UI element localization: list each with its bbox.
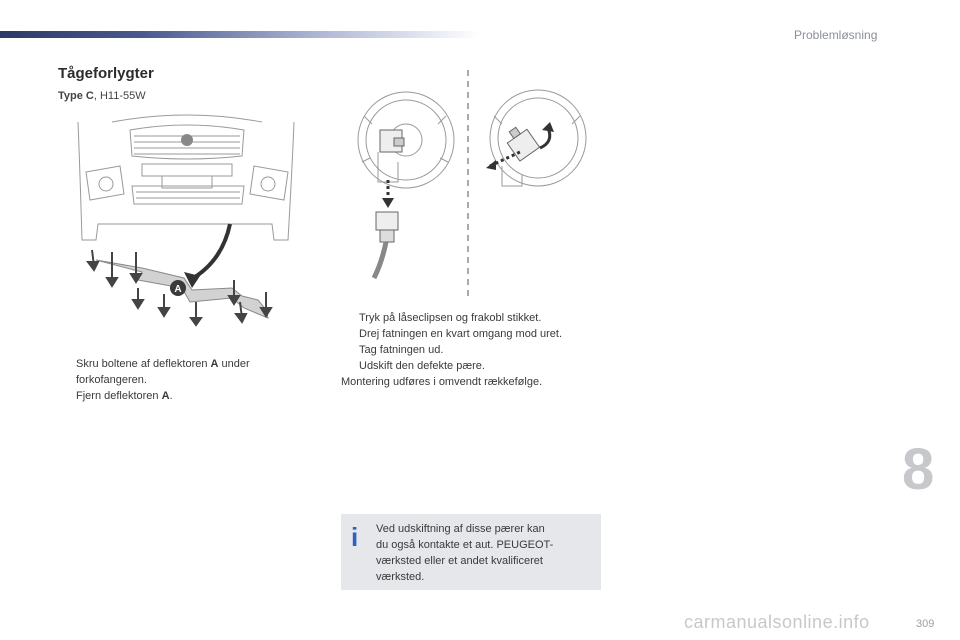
step-unscrew-bolts: Skru boltene af deflektoren A under fork… xyxy=(58,356,288,388)
step-remove-socket: Tag fatningen ud. xyxy=(341,342,611,358)
step-turn-socket: Drej fatningen en kvart omgang mod uret. xyxy=(341,326,611,342)
info-icon: i xyxy=(351,522,359,552)
info-box: i Ved udskiftning af disse pærer kan du … xyxy=(341,514,601,590)
step-text: . xyxy=(169,390,173,402)
left-steps: Skru boltene af deflektoren A under fork… xyxy=(58,356,288,404)
section-title: Problemløsning xyxy=(794,28,878,42)
car-front-figure: A xyxy=(77,114,295,327)
step-text: Drej fatningen en kvart omgang mod uret. xyxy=(359,328,563,340)
right-steps: Tryk på låseclipsen og frakobl stikket. … xyxy=(341,310,611,390)
info-text: Ved udskiftning af disse pærer kan du og… xyxy=(376,521,591,585)
chapter-number: 8 xyxy=(902,437,935,502)
disconnect-connector-figure xyxy=(357,91,455,280)
step-text: forkofangeren. xyxy=(76,374,147,386)
watermark: carmanualsonline.info xyxy=(684,612,870,632)
step-bold: A xyxy=(161,390,170,402)
reassembly-note: Montering udføres i omvendt rækkefølge. xyxy=(341,376,543,388)
header-bar xyxy=(0,31,480,38)
step-text: Fjern deflektoren xyxy=(76,390,162,402)
callout-a-label: A xyxy=(174,284,181,295)
divider-dashed xyxy=(467,70,469,298)
bulb-type: Type C, H11-55W xyxy=(58,90,146,102)
page-title: Tågeforlygter xyxy=(58,65,154,82)
info-line: værksted. xyxy=(376,571,425,583)
step-text: under xyxy=(218,358,250,370)
step-remove-deflector: Fjern deflektoren A. xyxy=(58,388,288,404)
page-number: 309 xyxy=(916,618,935,630)
step-replace-bulb: Udskift den defekte pære. xyxy=(341,358,611,374)
bulb-type-value: , H11-55W xyxy=(93,90,146,102)
bulb-type-label: Type C xyxy=(58,90,94,102)
step-text: Skru boltene af deflektoren xyxy=(76,358,211,370)
step-bold: A xyxy=(210,358,219,370)
step-press-clip: Tryk på låseclipsen og frakobl stikket. xyxy=(341,310,611,326)
step-text: Tryk på låseclipsen og frakobl stikket. xyxy=(359,312,542,324)
info-line: Ved udskiftning af disse pærer kan xyxy=(376,523,545,535)
info-line: værksted eller et andet kvalificeret xyxy=(376,555,543,567)
info-line: du også kontakte et aut. PEUGEOT- xyxy=(376,539,554,551)
step-text: Udskift den defekte pære. xyxy=(359,360,485,372)
step-text: Tag fatningen ud. xyxy=(359,344,444,356)
remove-socket-figure xyxy=(486,89,587,187)
